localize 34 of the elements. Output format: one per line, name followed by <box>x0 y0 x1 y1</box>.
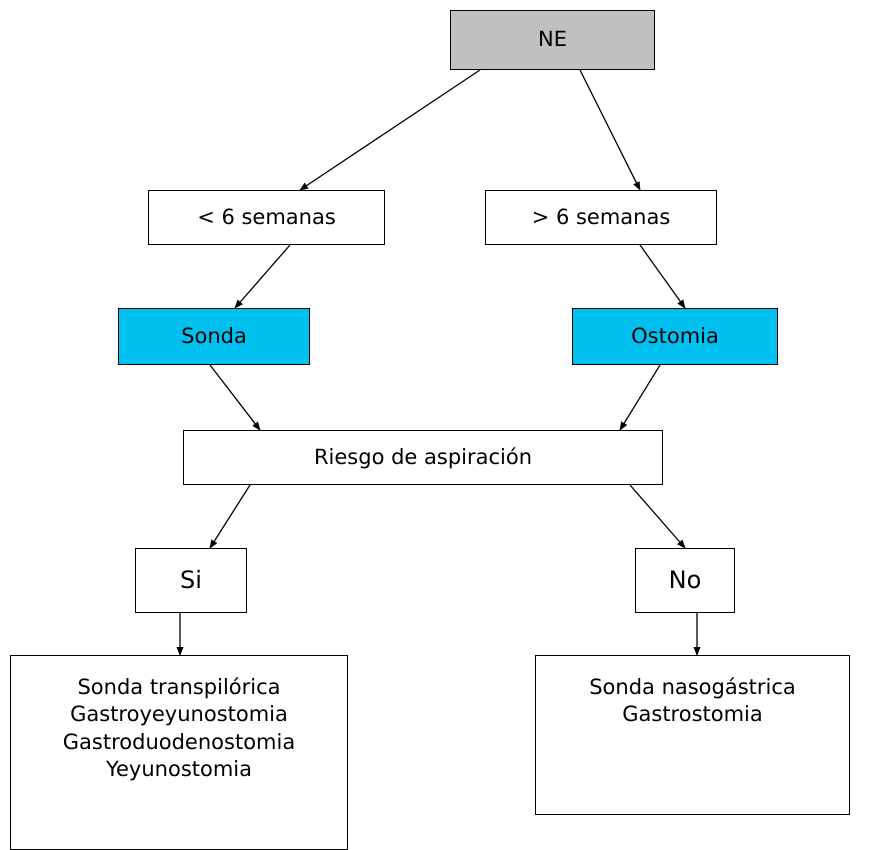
process-box <box>572 308 778 365</box>
box-text: NE <box>538 26 567 54</box>
arrow <box>639 244 686 309</box>
box-text: Yeyunostomia <box>106 756 252 783</box>
arrow <box>209 484 251 549</box>
box-text: Gastroyeyunostomia <box>70 701 288 728</box>
box-text: Ostomia <box>631 322 719 350</box>
process-box <box>135 548 247 613</box>
arrow <box>176 613 184 656</box>
box-text: > 6 semanas <box>532 204 670 231</box>
process-box <box>485 190 717 245</box>
box-text: Gastroduodenostomia <box>62 728 296 756</box>
process-box <box>450 10 655 70</box>
box-text: Si <box>180 564 202 596</box>
process-box <box>10 655 348 850</box>
box-text: Riesgo de aspiración <box>314 444 532 471</box>
box-text: Sonda nasogástrica <box>589 674 796 701</box>
arrow <box>630 484 686 549</box>
arrow <box>209 364 261 431</box>
process-box <box>118 308 310 365</box>
process-box <box>183 430 663 485</box>
box-text: Sonda transpilórica <box>77 674 281 701</box>
box-text: Sonda <box>181 322 247 350</box>
process-box <box>148 190 385 245</box>
arrow <box>234 244 290 309</box>
process-box <box>635 548 735 613</box>
box-text: < 6 semanas <box>197 204 336 231</box>
arrow <box>619 364 661 431</box>
arrow <box>579 70 641 191</box>
arrow <box>299 69 480 191</box>
box-text: Gastrostomia <box>622 701 763 728</box>
box-text: No <box>668 564 702 596</box>
process-box <box>535 655 850 815</box>
arrow <box>693 613 701 656</box>
